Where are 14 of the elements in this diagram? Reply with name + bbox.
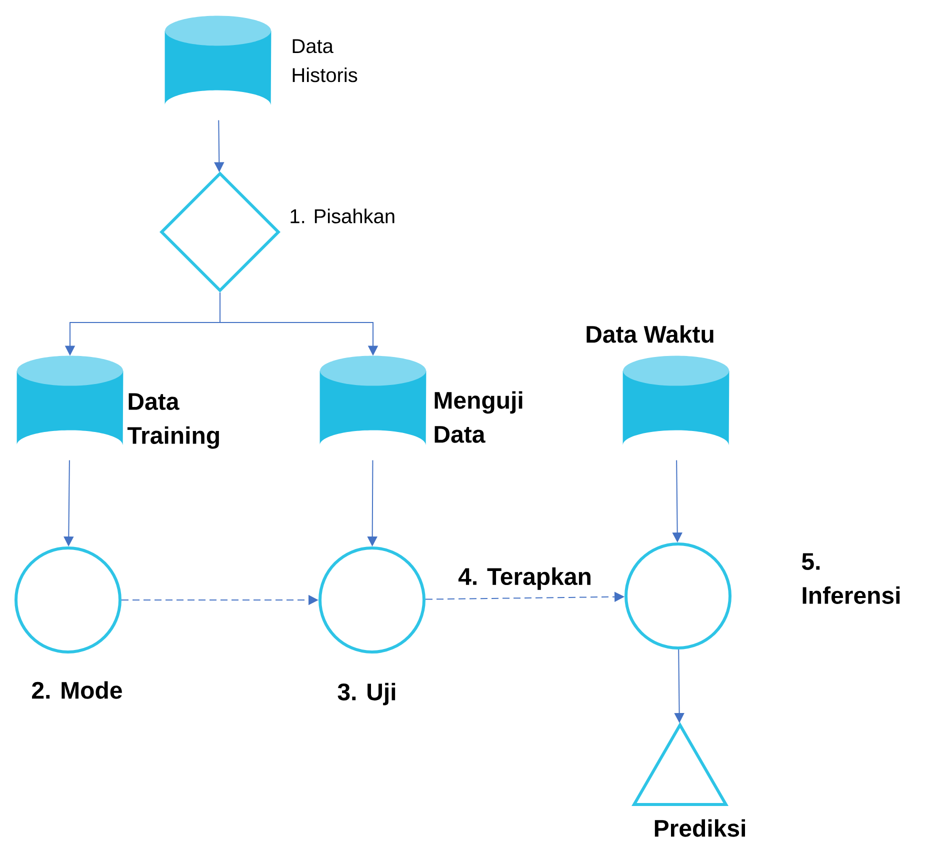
database-cylinder: Data Training xyxy=(16,356,219,449)
node-label: Data Training xyxy=(127,393,219,449)
edge-label: 4. Terapkan xyxy=(456,565,594,592)
database-cylinder: Data Historis xyxy=(164,16,358,106)
node-label: Prediksi xyxy=(654,819,745,837)
node-label: Menguji Data xyxy=(434,391,522,443)
node-label: 3. Uji xyxy=(338,682,396,706)
database-cylinder: Menguji Data xyxy=(320,356,522,446)
node-label: Data Historis xyxy=(292,39,358,82)
database-cylinder: Data Waktu xyxy=(586,325,730,446)
node-label: 2. Mode xyxy=(32,681,122,699)
node-label: Data Waktu xyxy=(586,325,714,343)
node-label: 1. Pisahkan xyxy=(290,208,394,224)
node-label: 5. Inferensi xyxy=(802,553,900,604)
